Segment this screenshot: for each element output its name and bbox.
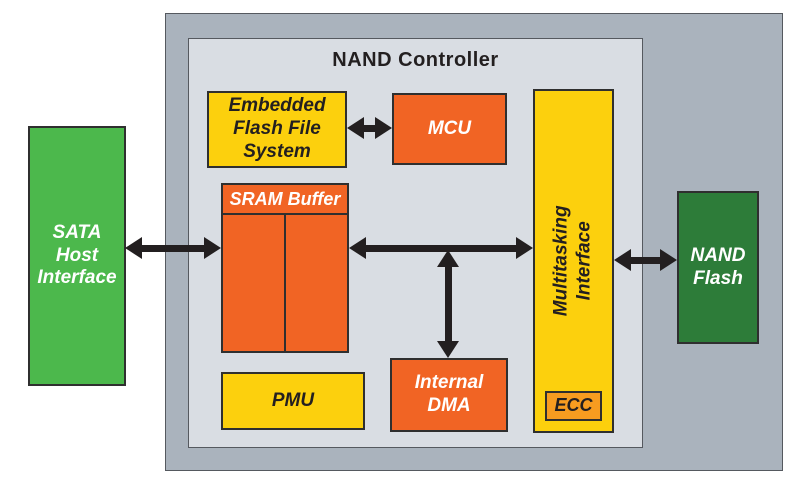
arrow-multitasking-to-nand-flash bbox=[614, 249, 677, 271]
block-sram-buffer: SRAM Buffer bbox=[221, 183, 349, 353]
arrowhead-right bbox=[516, 237, 533, 259]
arrow-shaft bbox=[364, 124, 375, 132]
arrow-bus-to-internal-dma bbox=[437, 250, 459, 358]
arrowhead-left bbox=[125, 237, 142, 259]
block-ecc: ECC bbox=[545, 391, 602, 421]
arrowhead-down bbox=[437, 341, 459, 358]
arrow-shaft bbox=[366, 244, 516, 252]
arrow-sata-to-sram bbox=[125, 237, 221, 259]
arrowhead-left bbox=[349, 237, 366, 259]
sram-buffer-cells bbox=[223, 215, 347, 351]
arrow-sram-to-multitasking bbox=[349, 237, 533, 259]
block-embedded-flash-file-system: Embedded Flash File System bbox=[207, 91, 347, 168]
sram-cell-left bbox=[223, 215, 286, 351]
block-pmu: PMU bbox=[221, 372, 365, 430]
arrow-shaft bbox=[631, 256, 660, 264]
block-multitasking-interface: Multitasking Interface bbox=[533, 89, 614, 433]
arrowhead-right bbox=[204, 237, 221, 259]
block-sata-host-interface: SATA Host Interface bbox=[28, 126, 126, 386]
arrowhead-up bbox=[437, 250, 459, 267]
arrowhead-right bbox=[375, 117, 392, 139]
block-mcu: MCU bbox=[392, 93, 507, 165]
arrowhead-right bbox=[660, 249, 677, 271]
block-internal-dma: Internal DMA bbox=[390, 358, 508, 432]
multitasking-interface-label: Multitasking Interface bbox=[550, 205, 595, 317]
arrow-effs-to-mcu bbox=[347, 117, 392, 139]
sram-cell-right bbox=[286, 215, 347, 351]
sram-buffer-label: SRAM Buffer bbox=[223, 185, 347, 215]
arrowhead-left bbox=[614, 249, 631, 271]
arrow-shaft bbox=[142, 244, 204, 252]
block-nand-flash: NAND Flash bbox=[677, 191, 759, 344]
arrow-shaft bbox=[444, 267, 452, 341]
arrowhead-left bbox=[347, 117, 364, 139]
nand-controller-title: NAND Controller bbox=[332, 49, 499, 71]
